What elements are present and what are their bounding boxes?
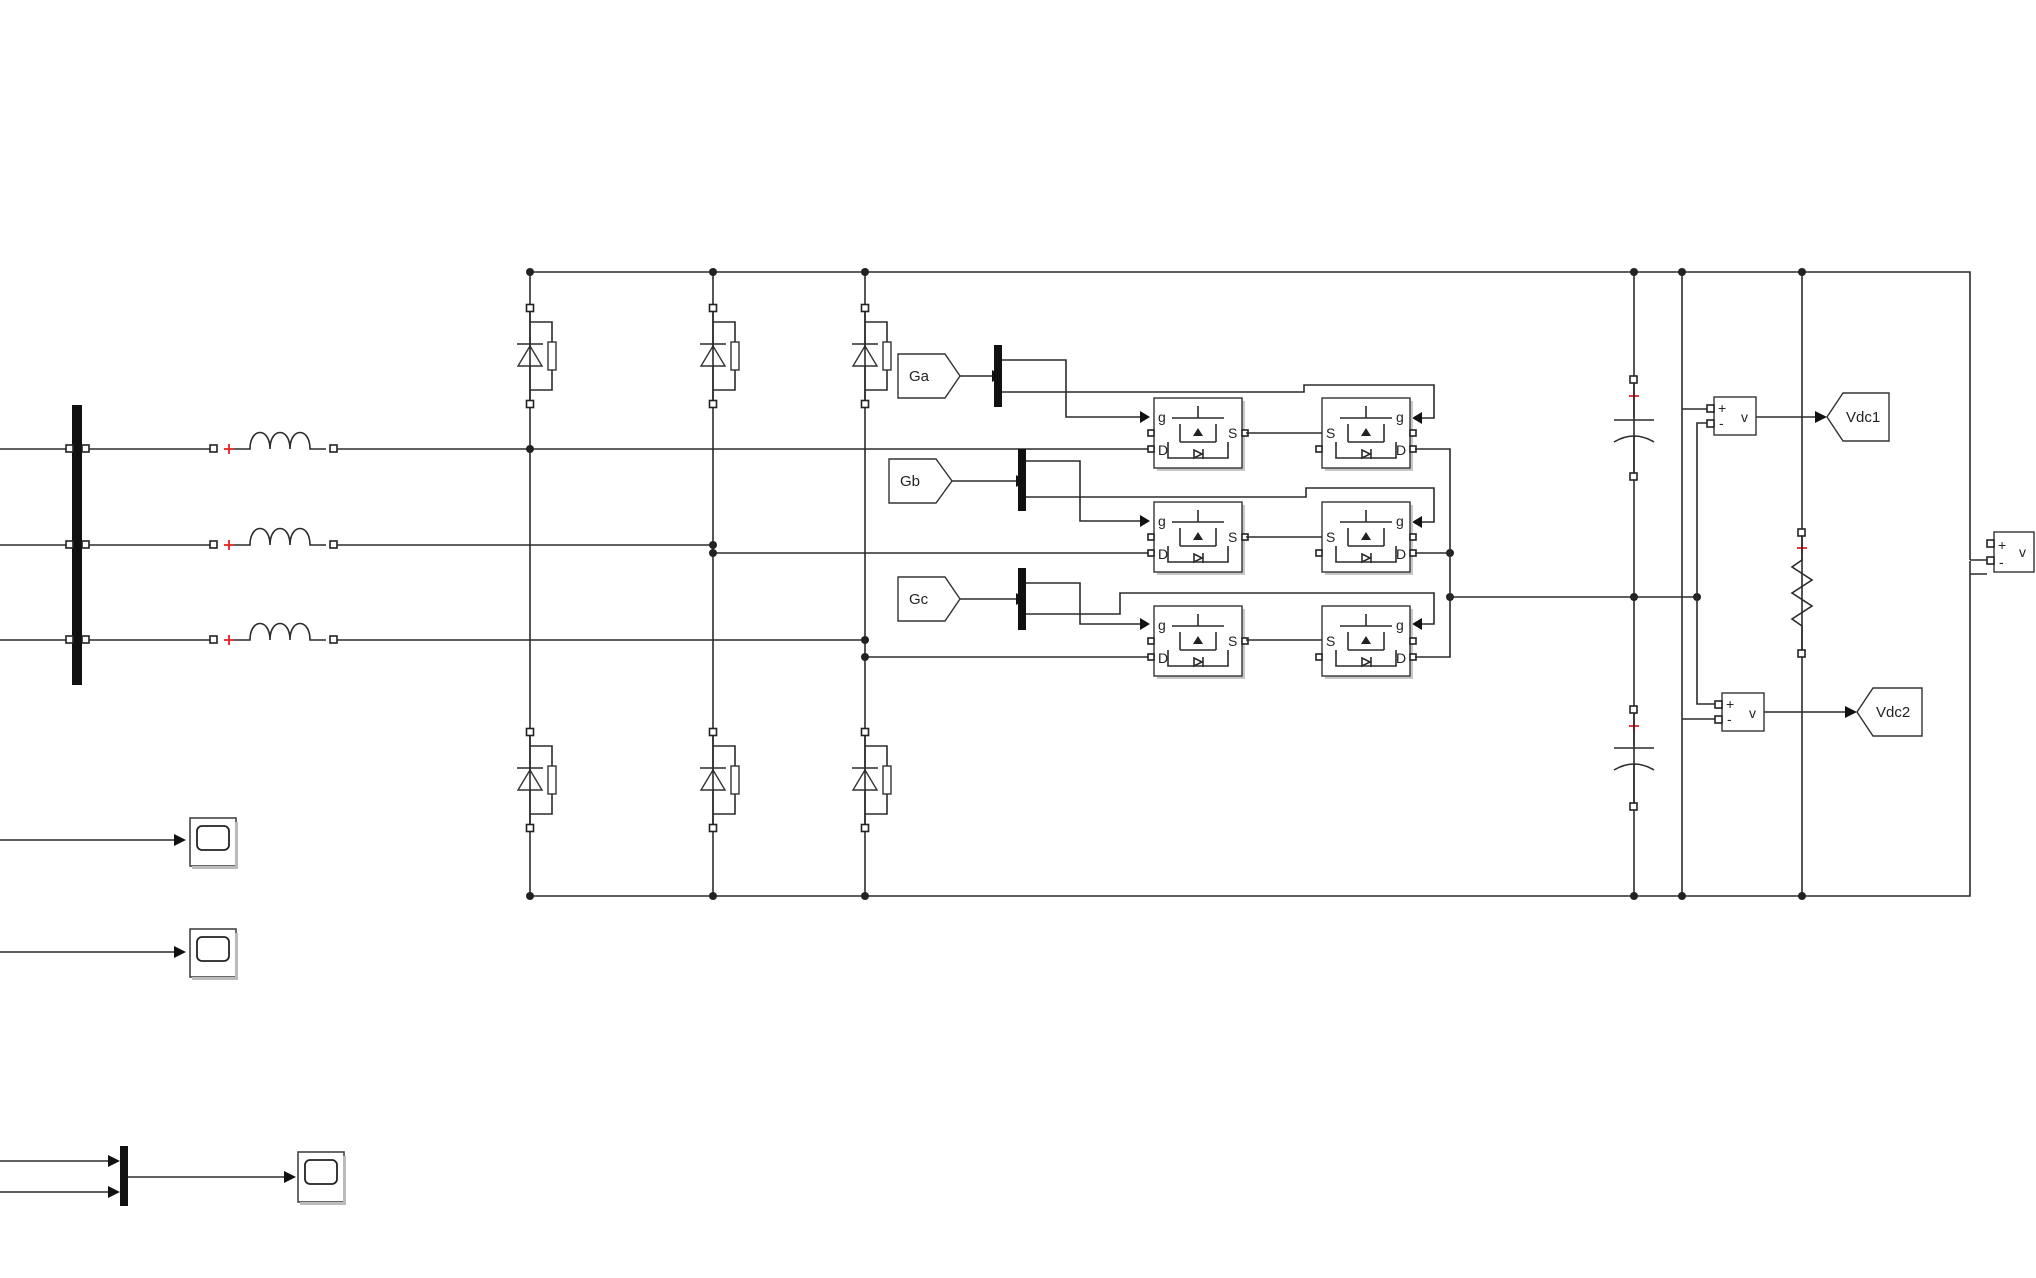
demux-gb[interactable] [1018,449,1026,511]
port-label: D [1396,442,1406,458]
junction-dots [526,268,1806,900]
port-label: S [1326,633,1335,649]
out-port-label: v [2019,544,2026,560]
plus-port-label: + [1718,400,1726,416]
port-label: S [1228,633,1237,649]
ac-phase-wires [0,448,1148,658]
tag-label: Gc [909,591,929,608]
port-label: g [1396,617,1404,633]
port-label: g [1396,513,1404,529]
from-tag-gb[interactable]: Gb [888,458,953,504]
port-label: g [1396,409,1404,425]
minus-port-label: - [1727,711,1732,727]
scope-2[interactable] [189,928,238,980]
mosfet-1-1[interactable]: gS D [1147,397,1249,471]
diode-upper-leg-3[interactable] [851,303,892,409]
plus-port-label: + [1998,537,2006,553]
port-label: D [1396,650,1406,666]
from-tag-gc[interactable]: Gc [897,576,961,622]
diode-upper-leg-2[interactable] [699,303,740,409]
tag-label: Gb [900,473,920,490]
dc-bus-wires [529,271,1971,897]
port-label: D [1396,546,1406,562]
mux-scope3[interactable] [120,1146,128,1206]
port-label: g [1158,409,1166,425]
diode-lower-leg-2[interactable] [699,727,740,833]
mosfet-3-2[interactable]: SgD [1315,605,1417,679]
gate-signal-wires [952,359,1435,625]
port-label: g [1158,617,1166,633]
bus-bar-left[interactable] [72,405,82,685]
port-label: D [1158,650,1168,666]
diode-lower-leg-3[interactable] [851,727,892,833]
total-meter-wires [1969,559,1987,575]
resistor-load[interactable] [1790,528,1814,658]
port-label: D [1158,442,1168,458]
port-label: D [1158,546,1168,562]
scope-1[interactable] [189,817,238,869]
diode-upper-leg-1[interactable] [516,303,557,409]
mosfet-series-wires [1246,432,1697,658]
tag-label: Ga [909,368,930,385]
goto-tag-vdc1[interactable]: Vdc1 [1826,392,1890,442]
scope-3[interactable] [297,1151,346,1205]
minus-port-label: - [1999,554,2004,570]
tag-label: Vdc1 [1846,409,1880,426]
capacitor-upper[interactable] [1613,375,1655,481]
inductor-phase-a[interactable] [209,431,338,455]
mosfet-2-1[interactable]: gS D [1147,501,1249,575]
out-port-label: v [1749,705,1756,721]
port-label: S [1228,529,1237,545]
mosfet-3-1[interactable]: gS D [1147,605,1249,679]
minus-port-label: - [1719,415,1724,431]
out-port-label: v [1741,409,1748,425]
voltmeter-vdc2[interactable]: + - v [1714,692,1765,732]
port-label: S [1326,425,1335,441]
scope-arrowheads [108,834,296,1198]
goto-tag-vdc2[interactable]: Vdc2 [1856,687,1923,737]
voltmeter-vdc1[interactable]: + - v [1706,396,1757,436]
mosfet-2-2[interactable]: SgD [1315,501,1417,575]
tag-label: Vdc2 [1876,704,1910,721]
plus-port-label: + [1726,696,1734,712]
from-tag-ga[interactable]: Ga [897,353,961,399]
inductor-phase-b[interactable] [209,527,338,551]
voltmeter-vdc-total[interactable]: + - v [1986,531,2035,573]
voltage-arrowheads [1815,411,1857,718]
bus-bar-ports [65,444,90,644]
inductor-phase-c[interactable] [209,622,338,646]
scope-wires [0,839,288,1193]
voltage-measurement-wires [1682,408,1850,720]
port-label: S [1326,529,1335,545]
demux-gc[interactable] [1018,568,1026,630]
diode-lower-leg-1[interactable] [516,727,557,833]
mosfet-1-2[interactable]: SgD [1315,397,1417,471]
port-label: S [1228,425,1237,441]
demux-ga[interactable] [994,345,1002,407]
port-label: g [1158,513,1166,529]
capacitor-lower[interactable] [1613,705,1655,811]
